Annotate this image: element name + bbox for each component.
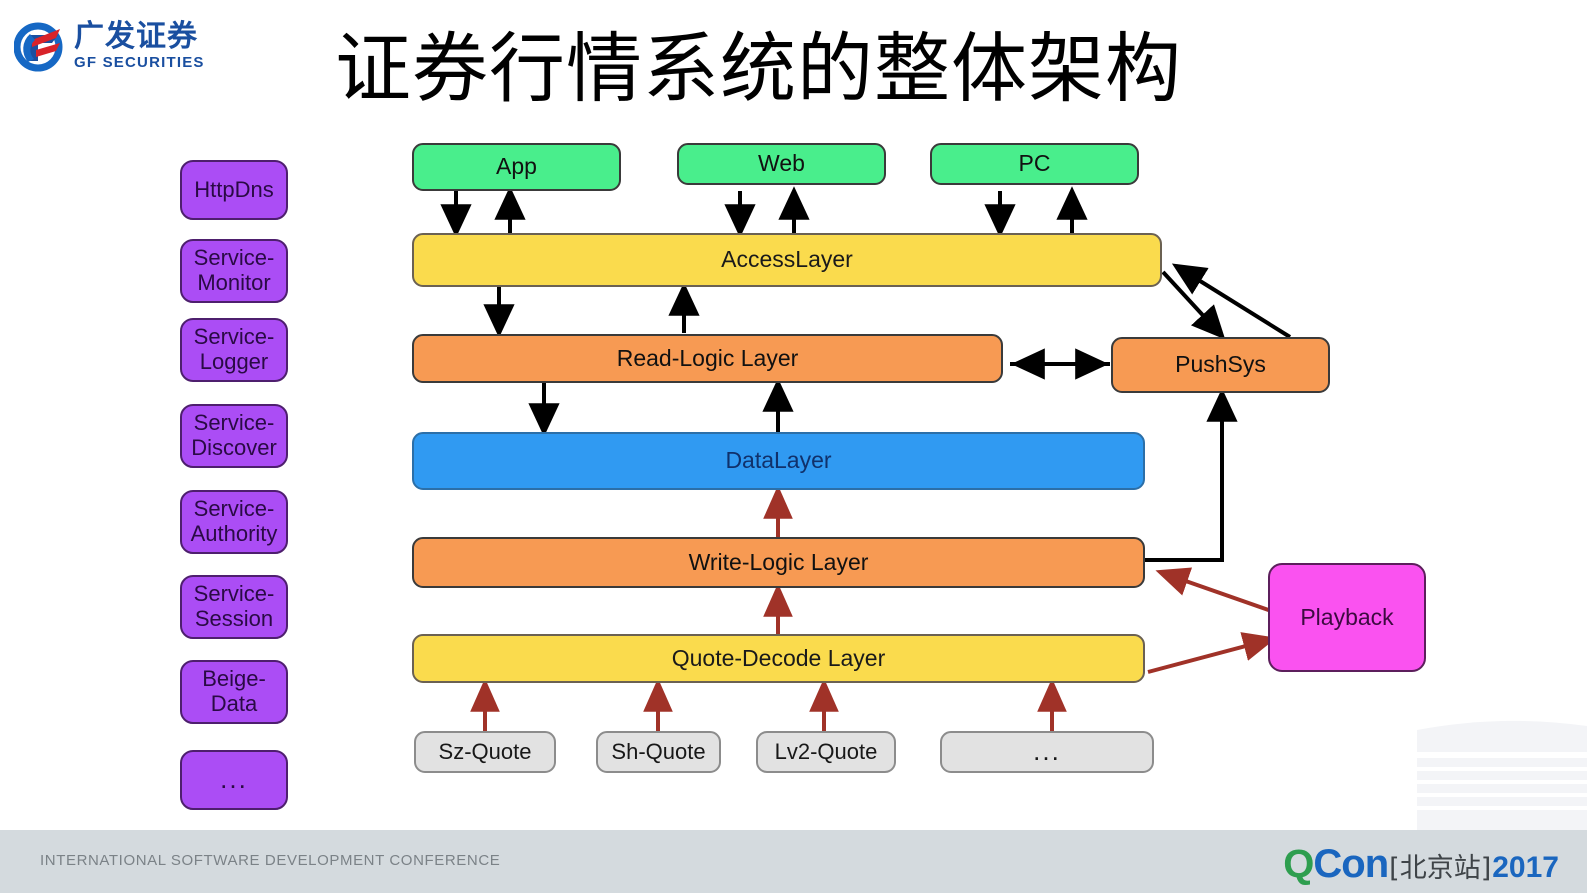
service-box-service-monitor[interactable]: Service- Monitor	[180, 239, 288, 303]
service-box-more[interactable]: ...	[180, 750, 288, 810]
source-box-more[interactable]: ...	[940, 731, 1154, 773]
qcon-logo-con: Con	[1313, 842, 1389, 886]
footer-tagline: INTERNATIONAL SOFTWARE DEVELOPMENT CONFE…	[40, 852, 501, 869]
service-box-service-session[interactable]: Service- Session	[180, 575, 288, 639]
page-title: 证券行情系统的整体架构	[335, 24, 1182, 113]
service-box-beige-data[interactable]: Beige- Data	[180, 660, 288, 724]
brand-name-cn: 广发证券	[74, 19, 198, 55]
service-box-httpdns[interactable]: HttpDns	[180, 160, 288, 220]
decorative-stripes	[1417, 720, 1587, 832]
layer-box-access-layer[interactable]: AccessLayer	[412, 233, 1162, 287]
layer-box-data-layer[interactable]: DataLayer	[412, 432, 1145, 490]
qcon-logo-q: Q	[1283, 842, 1314, 886]
footer-bar: INTERNATIONAL SOFTWARE DEVELOPMENT CONFE…	[0, 830, 1587, 893]
qcon-logo: Q Con [北京站] 2017	[1283, 842, 1559, 887]
brand-logo: 广发证券 GF SECURITIES	[14, 18, 224, 76]
service-box-service-authority[interactable]: Service- Authority	[180, 490, 288, 554]
qcon-logo-city: [北京站]	[1389, 853, 1492, 884]
push-sys-box[interactable]: PushSys	[1111, 337, 1330, 393]
brand-wordmark: 广发证券 GF SECURITIES	[74, 22, 205, 72]
qcon-logo-year: 2017	[1492, 851, 1559, 884]
source-box-sh-quote[interactable]: Sh-Quote	[596, 731, 721, 773]
layer-box-read-logic-layer[interactable]: Read-Logic Layer	[412, 334, 1003, 383]
service-box-service-logger[interactable]: Service- Logger	[180, 318, 288, 382]
diagram-connectors	[440, 186, 1292, 731]
client-box-web[interactable]: Web	[677, 143, 886, 185]
layer-box-quote-decode-layer[interactable]: Quote-Decode Layer	[412, 634, 1145, 683]
architecture-diagram: HttpDns Service- Monitor Service- Logger…	[180, 143, 1587, 832]
gf-securities-emblem-icon	[14, 22, 63, 72]
source-box-lv2-quote[interactable]: Lv2-Quote	[756, 731, 896, 773]
source-box-sz-quote[interactable]: Sz-Quote	[414, 731, 556, 773]
brand-name-en: GF SECURITIES	[74, 53, 205, 71]
service-box-service-discover[interactable]: Service- Discover	[180, 404, 288, 468]
layer-box-write-logic-layer[interactable]: Write-Logic Layer	[412, 537, 1145, 588]
playback-box[interactable]: Playback	[1268, 563, 1426, 672]
client-box-pc[interactable]: PC	[930, 143, 1139, 185]
client-box-app[interactable]: App	[412, 143, 621, 191]
